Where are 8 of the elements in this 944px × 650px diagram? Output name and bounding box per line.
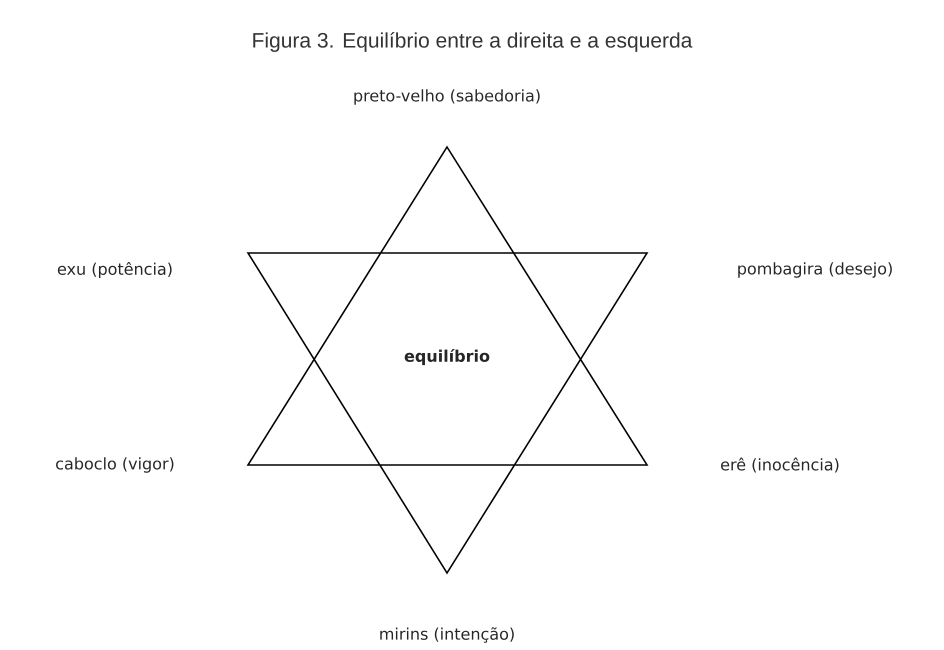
vertex-label: exu (potência) (58, 262, 172, 278)
vertex-label: mirins (intenção) (380, 627, 514, 643)
vertex-label: erê (inocência) (721, 458, 838, 472)
figure-title: Figura 3. Equilíbrio entre a direita e a esquerda (253, 32, 692, 52)
vertex-label: pombagira (desejo) (738, 262, 892, 278)
vertex-label: caboclo (vigor) (56, 457, 174, 473)
vertex-label: preto-velho (sabedoria) (354, 89, 540, 105)
center-label: equilíbrio (404, 348, 490, 366)
